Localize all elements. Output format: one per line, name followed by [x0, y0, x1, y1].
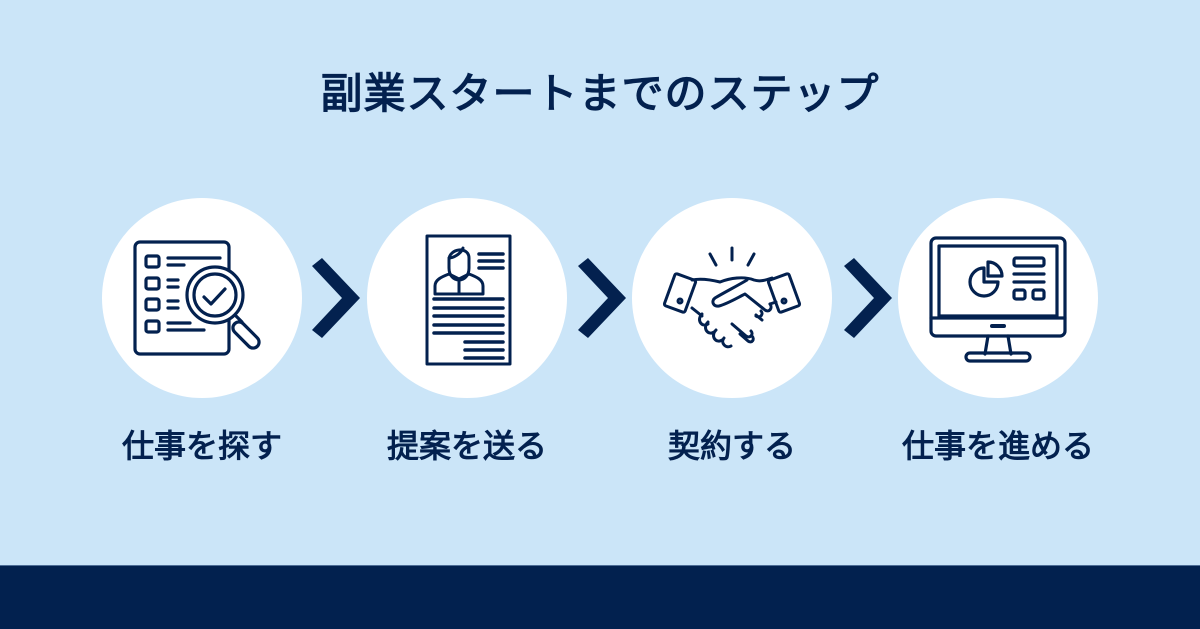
chevron-right-icon [844, 258, 892, 338]
step-2-circle [367, 198, 567, 398]
step-4-circle [898, 198, 1098, 398]
step-4-label: 仕事を進める [901, 427, 1094, 465]
step-2-label: 提案を送る [386, 427, 547, 465]
chevron-right-icon [578, 258, 626, 338]
step-3-label: 契約する [667, 427, 796, 465]
monitor-dashboard-icon [929, 236, 1067, 363]
page-title: 副業スタートまでのステップ [320, 69, 880, 118]
step-1-circle [102, 198, 302, 398]
resume-document-icon [425, 234, 512, 366]
step-3-circle [632, 198, 832, 398]
chevron-right-icon [312, 258, 360, 338]
step-1-label: 仕事を探す [121, 427, 282, 465]
checklist-magnifier-icon [133, 240, 261, 356]
footer-band [0, 565, 1200, 629]
handshake-icon [662, 246, 802, 349]
